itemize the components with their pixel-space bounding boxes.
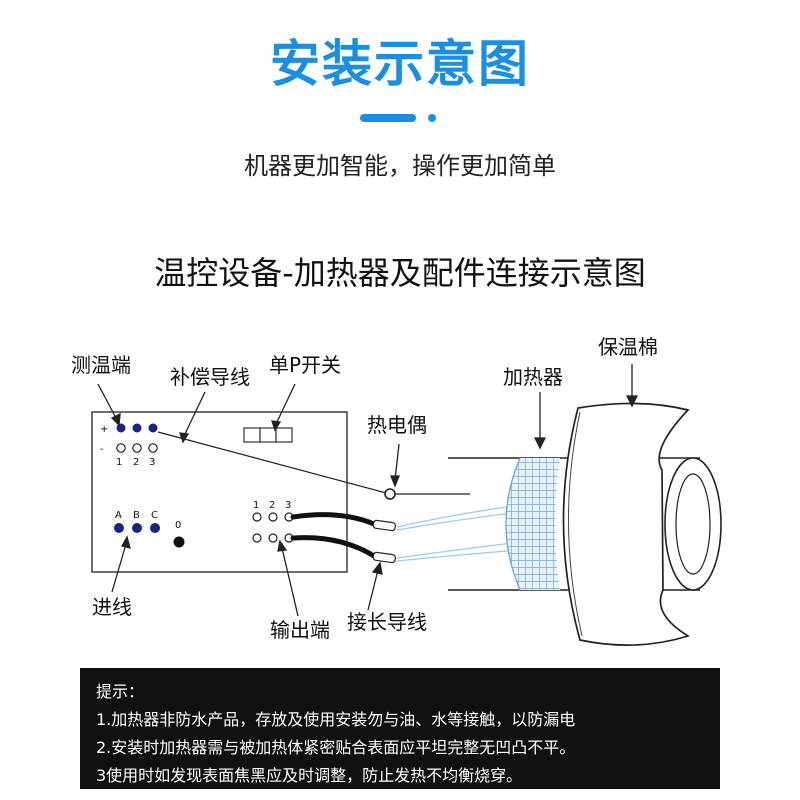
label-temp-terminal: 测温端	[71, 353, 131, 377]
notice-box: 提示： 1.加热器非防水产品，存放及使用安装勿与油、水等接触，以防漏电 2.安装…	[80, 668, 720, 789]
label-compensation-wire: 补偿导线	[170, 365, 250, 389]
phase-b-label: B	[133, 510, 140, 521]
temp-terminals-positive	[116, 423, 158, 433]
label-extension-wire: 接长导线	[347, 610, 427, 634]
output-num-2: 2	[269, 500, 275, 511]
single-pole-switch	[243, 427, 293, 443]
title-underline	[360, 114, 416, 122]
thermocouple-junction	[384, 488, 396, 500]
temp-terminals-negative	[116, 443, 158, 453]
insulation-wrap	[562, 402, 691, 646]
output-num-1: 1	[253, 500, 259, 511]
label-insulation: 保温棉	[598, 335, 658, 359]
heater-leads	[396, 504, 521, 562]
title-underline-dot	[428, 114, 436, 122]
terminal-num-1: 1	[116, 457, 122, 468]
notice-item-1: 1.加热器非防水产品，存放及使用安装勿与油、水等接触，以防漏电	[96, 710, 576, 729]
label-heater: 加热器	[503, 365, 563, 389]
page-subtitle: 机器更加智能，操作更加简单	[244, 152, 556, 180]
label-output-terminal: 输出端	[270, 618, 330, 642]
heater-element	[505, 457, 560, 591]
neutral-label: 0	[175, 520, 181, 531]
output-num-3: 3	[285, 500, 291, 511]
plus-sign: +	[100, 424, 108, 435]
minus-sign: -	[100, 444, 104, 455]
phase-a-label: A	[115, 510, 122, 521]
diagram-title: 温控设备-加热器及配件连接示意图	[154, 254, 646, 292]
terminal-num-3: 3	[149, 457, 155, 468]
page-title: 安装示意图	[270, 35, 530, 93]
phase-c-label: C	[151, 510, 158, 521]
notice-item-3: 3使用时如发现表面焦黑应及时调整，防止发热不均衡烧穿。	[96, 766, 523, 785]
output-terminals	[252, 512, 294, 543]
label-thermocouple: 热电偶	[367, 413, 427, 437]
control-box	[91, 411, 348, 573]
label-input-line: 进线	[92, 595, 132, 619]
label-switch: 单P开关	[269, 353, 341, 377]
extension-wires	[290, 512, 396, 564]
compensation-wire-line	[157, 431, 391, 495]
input-terminals	[114, 523, 185, 548]
notice-title: 提示：	[96, 682, 145, 701]
leader-arrows	[97, 364, 639, 617]
terminal-num-2: 2	[133, 457, 139, 468]
notice-item-2: 2.安装时加热器需与被加热体紧密贴合表面应平坦完整无凹凸不平。	[96, 738, 576, 757]
